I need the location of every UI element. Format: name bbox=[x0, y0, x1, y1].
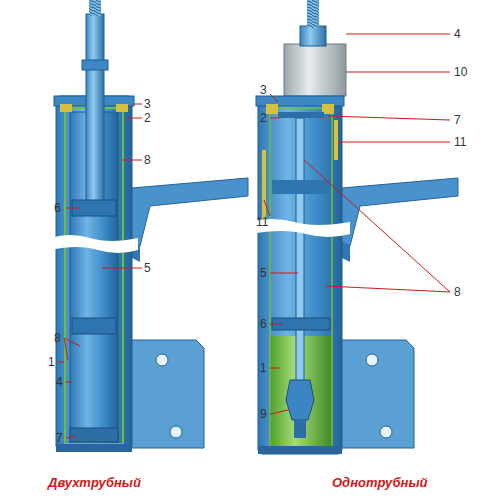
callout-number: 4 bbox=[56, 376, 63, 388]
callout-number: 7 bbox=[56, 432, 63, 444]
leader-lines bbox=[58, 34, 450, 438]
variant-title: Двухтрубный bbox=[48, 476, 141, 489]
callout-number: 2 bbox=[260, 112, 267, 124]
callout-number: 11 bbox=[256, 216, 268, 228]
callout-number: 8 bbox=[454, 286, 461, 298]
callout-number: 8 bbox=[144, 154, 151, 166]
callout-number: 3 bbox=[260, 84, 267, 96]
callout-number: 2 bbox=[144, 112, 151, 124]
callout-number: 9 bbox=[260, 408, 267, 420]
callout-number: 1 bbox=[48, 356, 55, 368]
callout-number: 1 bbox=[260, 362, 267, 374]
callout-number: 6 bbox=[54, 202, 61, 214]
variant-title: Однотрубный bbox=[332, 476, 427, 489]
callout-number: 5 bbox=[260, 267, 267, 279]
callout-number: 10 bbox=[454, 66, 467, 78]
callout-number: 6 bbox=[260, 318, 267, 330]
callout-number: 5 bbox=[144, 262, 151, 274]
callout-number: 3 bbox=[144, 98, 151, 110]
callout-number: 7 bbox=[454, 114, 461, 126]
callout-number: 8 bbox=[54, 332, 61, 344]
callout-number: 11 bbox=[454, 136, 466, 148]
callout-number: 4 bbox=[454, 28, 461, 40]
